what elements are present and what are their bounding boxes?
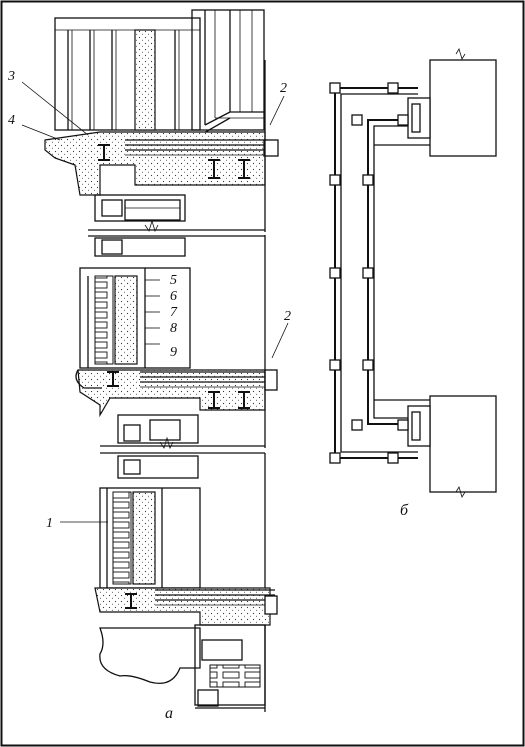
i-beam-icon bbox=[238, 159, 250, 179]
i-beam-icon bbox=[238, 391, 250, 409]
lower-wall-block bbox=[99, 455, 201, 589]
callout-2-mid: 2 bbox=[284, 309, 291, 324]
leader-line bbox=[21, 81, 89, 136]
column-top bbox=[429, 59, 497, 157]
bottom-slab bbox=[94, 587, 278, 709]
leader-line bbox=[269, 95, 285, 126]
callout-7: 7 bbox=[170, 305, 178, 320]
i-beam-icon bbox=[98, 144, 110, 161]
callout-1: 1 bbox=[46, 516, 53, 531]
panel-label-a: а bbox=[165, 705, 173, 722]
leader-line bbox=[21, 124, 61, 141]
i-beam-icon bbox=[208, 159, 220, 179]
callout-6: 6 bbox=[170, 289, 177, 304]
upper-window-block bbox=[54, 9, 265, 139]
section-b: б bbox=[329, 48, 497, 519]
callout-3: 3 bbox=[7, 69, 15, 84]
i-beam-icon bbox=[125, 593, 137, 609]
panel-label-b: б bbox=[400, 502, 409, 519]
column-bottom bbox=[429, 395, 497, 493]
callout-2-top: 2 bbox=[280, 81, 287, 96]
i-beam-icon bbox=[208, 391, 220, 409]
middle-slab bbox=[75, 369, 278, 444]
top-slab-and-cornice bbox=[44, 131, 279, 222]
i-beam-icon bbox=[107, 371, 119, 387]
callout-9: 9 bbox=[170, 345, 177, 360]
break-line bbox=[88, 60, 266, 237]
callout-5: 5 bbox=[170, 273, 177, 288]
leader-line bbox=[271, 322, 289, 359]
callout-8: 8 bbox=[170, 321, 177, 336]
callout-4: 4 bbox=[8, 113, 15, 128]
middle-wall-block bbox=[79, 237, 191, 369]
section-a: 3 4 2 2 5 6 7 8 9 1 а bbox=[7, 9, 291, 722]
